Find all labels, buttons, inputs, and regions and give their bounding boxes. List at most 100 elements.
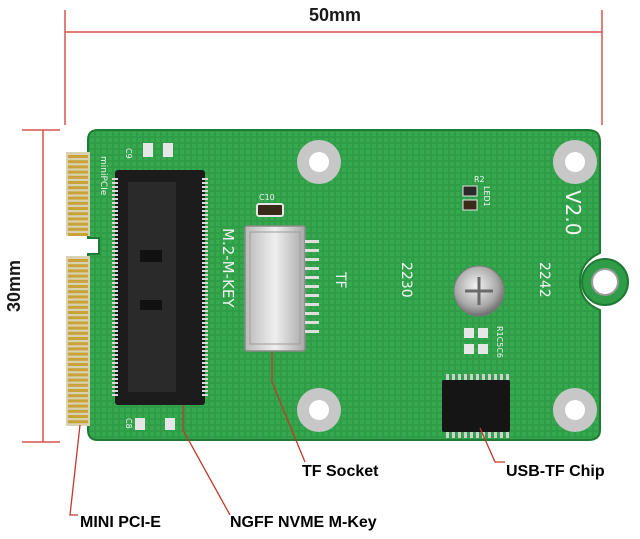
gold-finger [68,212,88,216]
m2-pin [112,370,118,372]
gold-finger [68,295,88,299]
gold-finger [68,311,88,314]
m2-pin [202,346,208,348]
gold-finger [68,368,88,372]
m2-pin [202,318,208,320]
m2-pin [112,254,118,256]
m2-pin [112,394,118,396]
tf-pin [305,276,319,279]
m2-pin [112,314,118,316]
m2-pin [202,286,208,288]
mounting-hole-top-left [297,140,341,184]
tf-pin [305,240,319,243]
m2-pin [202,262,208,264]
gold-fingers [68,155,88,424]
silk-2230: 2230 [398,262,414,298]
gold-finger [68,347,88,351]
gold-finger [68,363,88,366]
m2-pin [112,222,118,224]
m2-pin [202,186,208,188]
m2-pin [112,382,118,384]
m2-pin [202,190,208,192]
m2-pin [202,278,208,280]
m2-pin [202,326,208,328]
m2-pin [202,298,208,300]
m2-pin [112,234,118,236]
m2-pin [202,222,208,224]
chip-pin [446,432,449,438]
m2-pin [202,394,208,396]
callout-lines [69,352,505,516]
m2-pin [112,194,118,196]
chip-pin [464,432,467,438]
chip-pin [494,374,497,380]
gold-finger [68,227,88,231]
m2-pin [112,262,118,264]
m2-pin [202,202,208,204]
tf-pin [305,303,319,306]
ngff-m2-connector [115,170,205,405]
gold-finger [68,389,88,392]
m2-pin [112,198,118,200]
gold-finger [68,420,88,424]
m2-pin [202,366,208,368]
m2-pin [202,314,208,316]
tf-socket-pins [305,240,319,333]
m2-pin [112,362,118,364]
width-dimension: 50mm [64,5,603,125]
tf-pin [305,285,319,288]
m2-pin [112,246,118,248]
m2-pin [112,242,118,244]
m2-pin [202,334,208,336]
chip-pin [500,432,503,438]
callout-tf-socket: TF Socket [302,463,379,480]
m2-pin [112,366,118,368]
gold-finger [68,279,88,283]
chip-pin [446,374,449,380]
m2-pin [112,282,118,284]
gold-finger [68,201,88,205]
silk-led1: LED1 [482,186,491,207]
m2-pin [112,182,118,184]
m2-pin [112,190,118,192]
gold-finger [68,394,88,398]
chip-pin [458,432,461,438]
m2-pin [112,178,118,180]
m2-pin [202,194,208,196]
m2-pin [112,218,118,220]
m2-pin [202,350,208,352]
silk-c9: C9 [124,148,133,159]
m2-connector-pins [112,178,208,396]
led1 [462,185,478,211]
chip-pin [500,374,503,380]
m2-pin [112,322,118,324]
capacitor-c8 [135,418,175,430]
tf-pin [305,321,319,324]
gold-finger [68,217,88,221]
m2-pin [112,286,118,288]
gold-finger [68,181,88,184]
mounting-hole-bottom-left [297,388,341,432]
mounting-hole-top-right [553,140,597,184]
m2-pin [112,310,118,312]
m2-pin [202,258,208,260]
m2-pin [202,254,208,256]
m2-pin [202,250,208,252]
m2-pin [202,234,208,236]
chip-pin [506,432,509,438]
m2-pin [112,350,118,352]
callout-usb-tf-chip: USB-TF Chip [506,463,605,480]
m2-pin [112,374,118,376]
gold-finger [68,409,88,413]
silk-2242: 2242 [536,262,552,298]
m2-pin [202,390,208,392]
chip-pin [458,374,461,380]
m2-pin [112,206,118,208]
silk-r2: R2 [474,175,485,184]
m2-pin [202,230,208,232]
m2-pin [112,354,118,356]
silk-m2-key: M.2-M-KEY [219,228,237,308]
m2-pin [112,210,118,212]
m2-pin [112,358,118,360]
